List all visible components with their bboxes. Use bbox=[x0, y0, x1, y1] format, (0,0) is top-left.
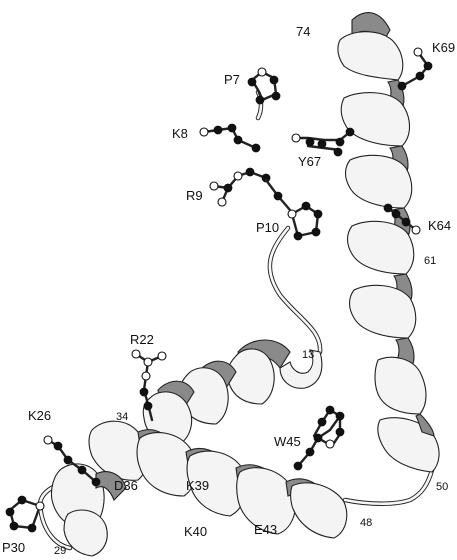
sidechain-K64 bbox=[383, 203, 421, 235]
label-res48: 48 bbox=[360, 517, 372, 529]
helix-13-22 bbox=[142, 339, 323, 447]
sidechain-K26 bbox=[43, 435, 101, 487]
helix-c-terminal bbox=[337, 12, 440, 473]
sidechain-P30 bbox=[5, 495, 45, 533]
helix-34-48 bbox=[50, 420, 348, 557]
label-P10: P10 bbox=[256, 220, 279, 235]
label-res34: 34 bbox=[116, 411, 128, 423]
label-K8: K8 bbox=[172, 126, 188, 141]
label-res74: 74 bbox=[296, 24, 310, 39]
sidechain-K69 bbox=[397, 47, 433, 91]
sidechain-Y67 bbox=[291, 127, 355, 157]
label-K40: K40 bbox=[184, 524, 207, 539]
label-E43: E43 bbox=[254, 522, 277, 537]
label-K69: K69 bbox=[432, 40, 455, 55]
sidechain-R22 bbox=[131, 349, 167, 422]
sidechain-K8 bbox=[199, 123, 261, 153]
label-res13: 13 bbox=[302, 349, 314, 361]
label-K26: K26 bbox=[28, 408, 51, 423]
label-P7: P7 bbox=[224, 72, 240, 87]
label-K39: K39 bbox=[186, 478, 209, 493]
label-D36: D36 bbox=[114, 478, 138, 493]
sidechain-P10 bbox=[264, 178, 323, 241]
label-res29: 29 bbox=[54, 545, 66, 557]
sidechain-W45 bbox=[293, 405, 345, 471]
coil-48-50-inner bbox=[343, 468, 434, 506]
label-res50: 50 bbox=[436, 481, 448, 493]
residue-labels: 74 K69 P7 K8 Y67 R9 P10 K64 61 13 R22 34… bbox=[2, 24, 455, 557]
sidechain-R9 bbox=[209, 167, 271, 207]
label-P30: P30 bbox=[2, 540, 25, 555]
label-K64: K64 bbox=[428, 218, 451, 233]
coil-48-50 bbox=[342, 467, 435, 506]
label-Y67: Y67 bbox=[298, 154, 321, 169]
label-R9: R9 bbox=[186, 188, 203, 203]
coil-10-13-inner bbox=[268, 226, 322, 354]
label-R22: R22 bbox=[130, 332, 154, 347]
label-W45: W45 bbox=[274, 434, 301, 449]
side-chains bbox=[5, 47, 433, 533]
sidechain-P7 bbox=[247, 67, 281, 105]
label-res61: 61 bbox=[424, 255, 436, 267]
